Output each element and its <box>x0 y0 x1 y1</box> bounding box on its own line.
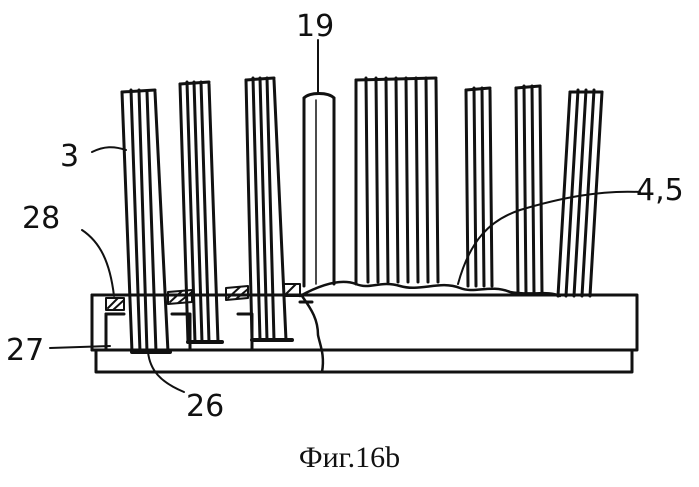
bristle-tuft-19 <box>304 94 334 287</box>
bristle-tuft-right-1 <box>466 88 492 286</box>
cover-plate-28 <box>106 284 300 310</box>
label-27: 27 <box>6 333 44 368</box>
label-26: 26 <box>186 389 224 424</box>
bristle-tuft-1 <box>122 90 170 352</box>
bristle-tuft-right-2 <box>516 86 542 294</box>
bristle-tuft-2 <box>180 82 222 342</box>
label-4-5: 4,5 <box>636 173 684 208</box>
figure-caption: Фиг.16b <box>0 441 699 475</box>
label-19: 19 <box>296 9 334 44</box>
leader-27 <box>50 346 110 348</box>
label-28: 28 <box>22 201 60 236</box>
bristle-tuft-group <box>356 78 438 284</box>
leader-28 <box>82 230 114 296</box>
bristle-tuft-3 <box>246 78 292 340</box>
base-block <box>92 295 637 372</box>
leader-3 <box>92 147 126 152</box>
label-3: 3 <box>60 139 79 174</box>
